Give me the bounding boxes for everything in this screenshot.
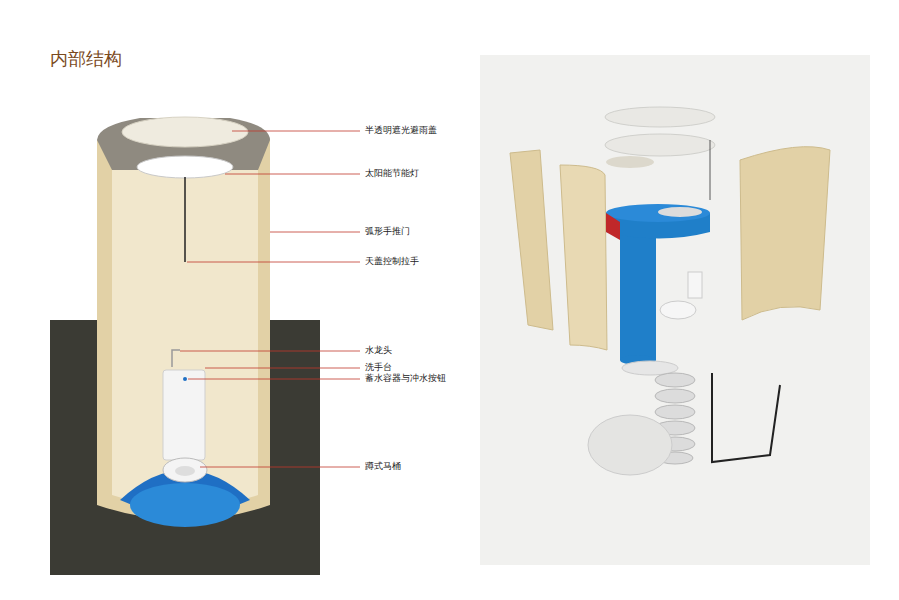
floor-disc — [130, 483, 240, 527]
cistern — [163, 370, 205, 460]
solar-lamp — [137, 156, 233, 178]
door-panel — [560, 165, 607, 350]
part-label: 弧形手推门 — [364, 226, 411, 237]
cylinder-inside — [112, 150, 258, 508]
wall-panel — [740, 147, 830, 320]
toilet-bowl — [660, 301, 696, 319]
sink — [658, 207, 702, 217]
cylinder-wall — [97, 140, 270, 520]
red-band — [606, 213, 620, 240]
part-label: 天盖控制拉手 — [364, 256, 420, 267]
part-label: 太阳能节能灯 — [364, 168, 420, 179]
basin-top — [606, 204, 710, 222]
part-label: 水龙头 — [364, 345, 393, 356]
lid — [122, 117, 248, 147]
page-title: 内部结构 — [50, 47, 122, 71]
door-panel — [510, 150, 553, 330]
render-panel — [480, 55, 870, 565]
cord-part — [710, 140, 711, 200]
flush-button — [183, 377, 187, 381]
lid-part — [605, 107, 715, 127]
base-disc — [588, 415, 672, 475]
frame — [712, 373, 780, 462]
squat-pan — [163, 458, 207, 482]
ring-part — [605, 134, 715, 156]
pull-cord — [184, 177, 186, 262]
leader-lines — [180, 131, 360, 467]
squat-hole — [175, 466, 195, 476]
part-label: 蹲式马桶 — [364, 461, 402, 472]
part-label: 半透明遮光避雨盖 — [364, 125, 438, 136]
lamp-part — [606, 156, 654, 168]
toilet-tank — [688, 272, 702, 298]
part-label: 蓄水容器与冲水按钮 — [364, 373, 447, 384]
tap — [172, 350, 180, 367]
part-label: 洗手台 — [364, 362, 393, 373]
